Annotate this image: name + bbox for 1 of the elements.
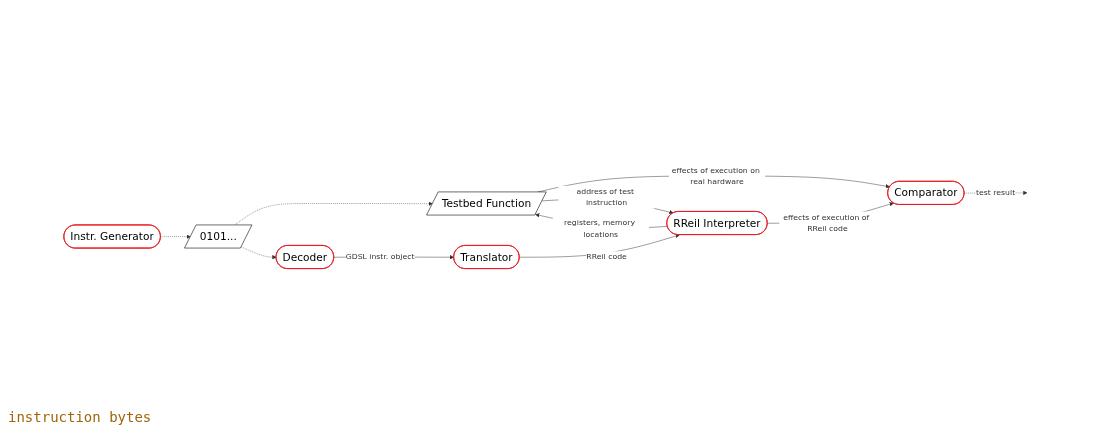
note-text: instruction bytes xyxy=(8,409,152,425)
